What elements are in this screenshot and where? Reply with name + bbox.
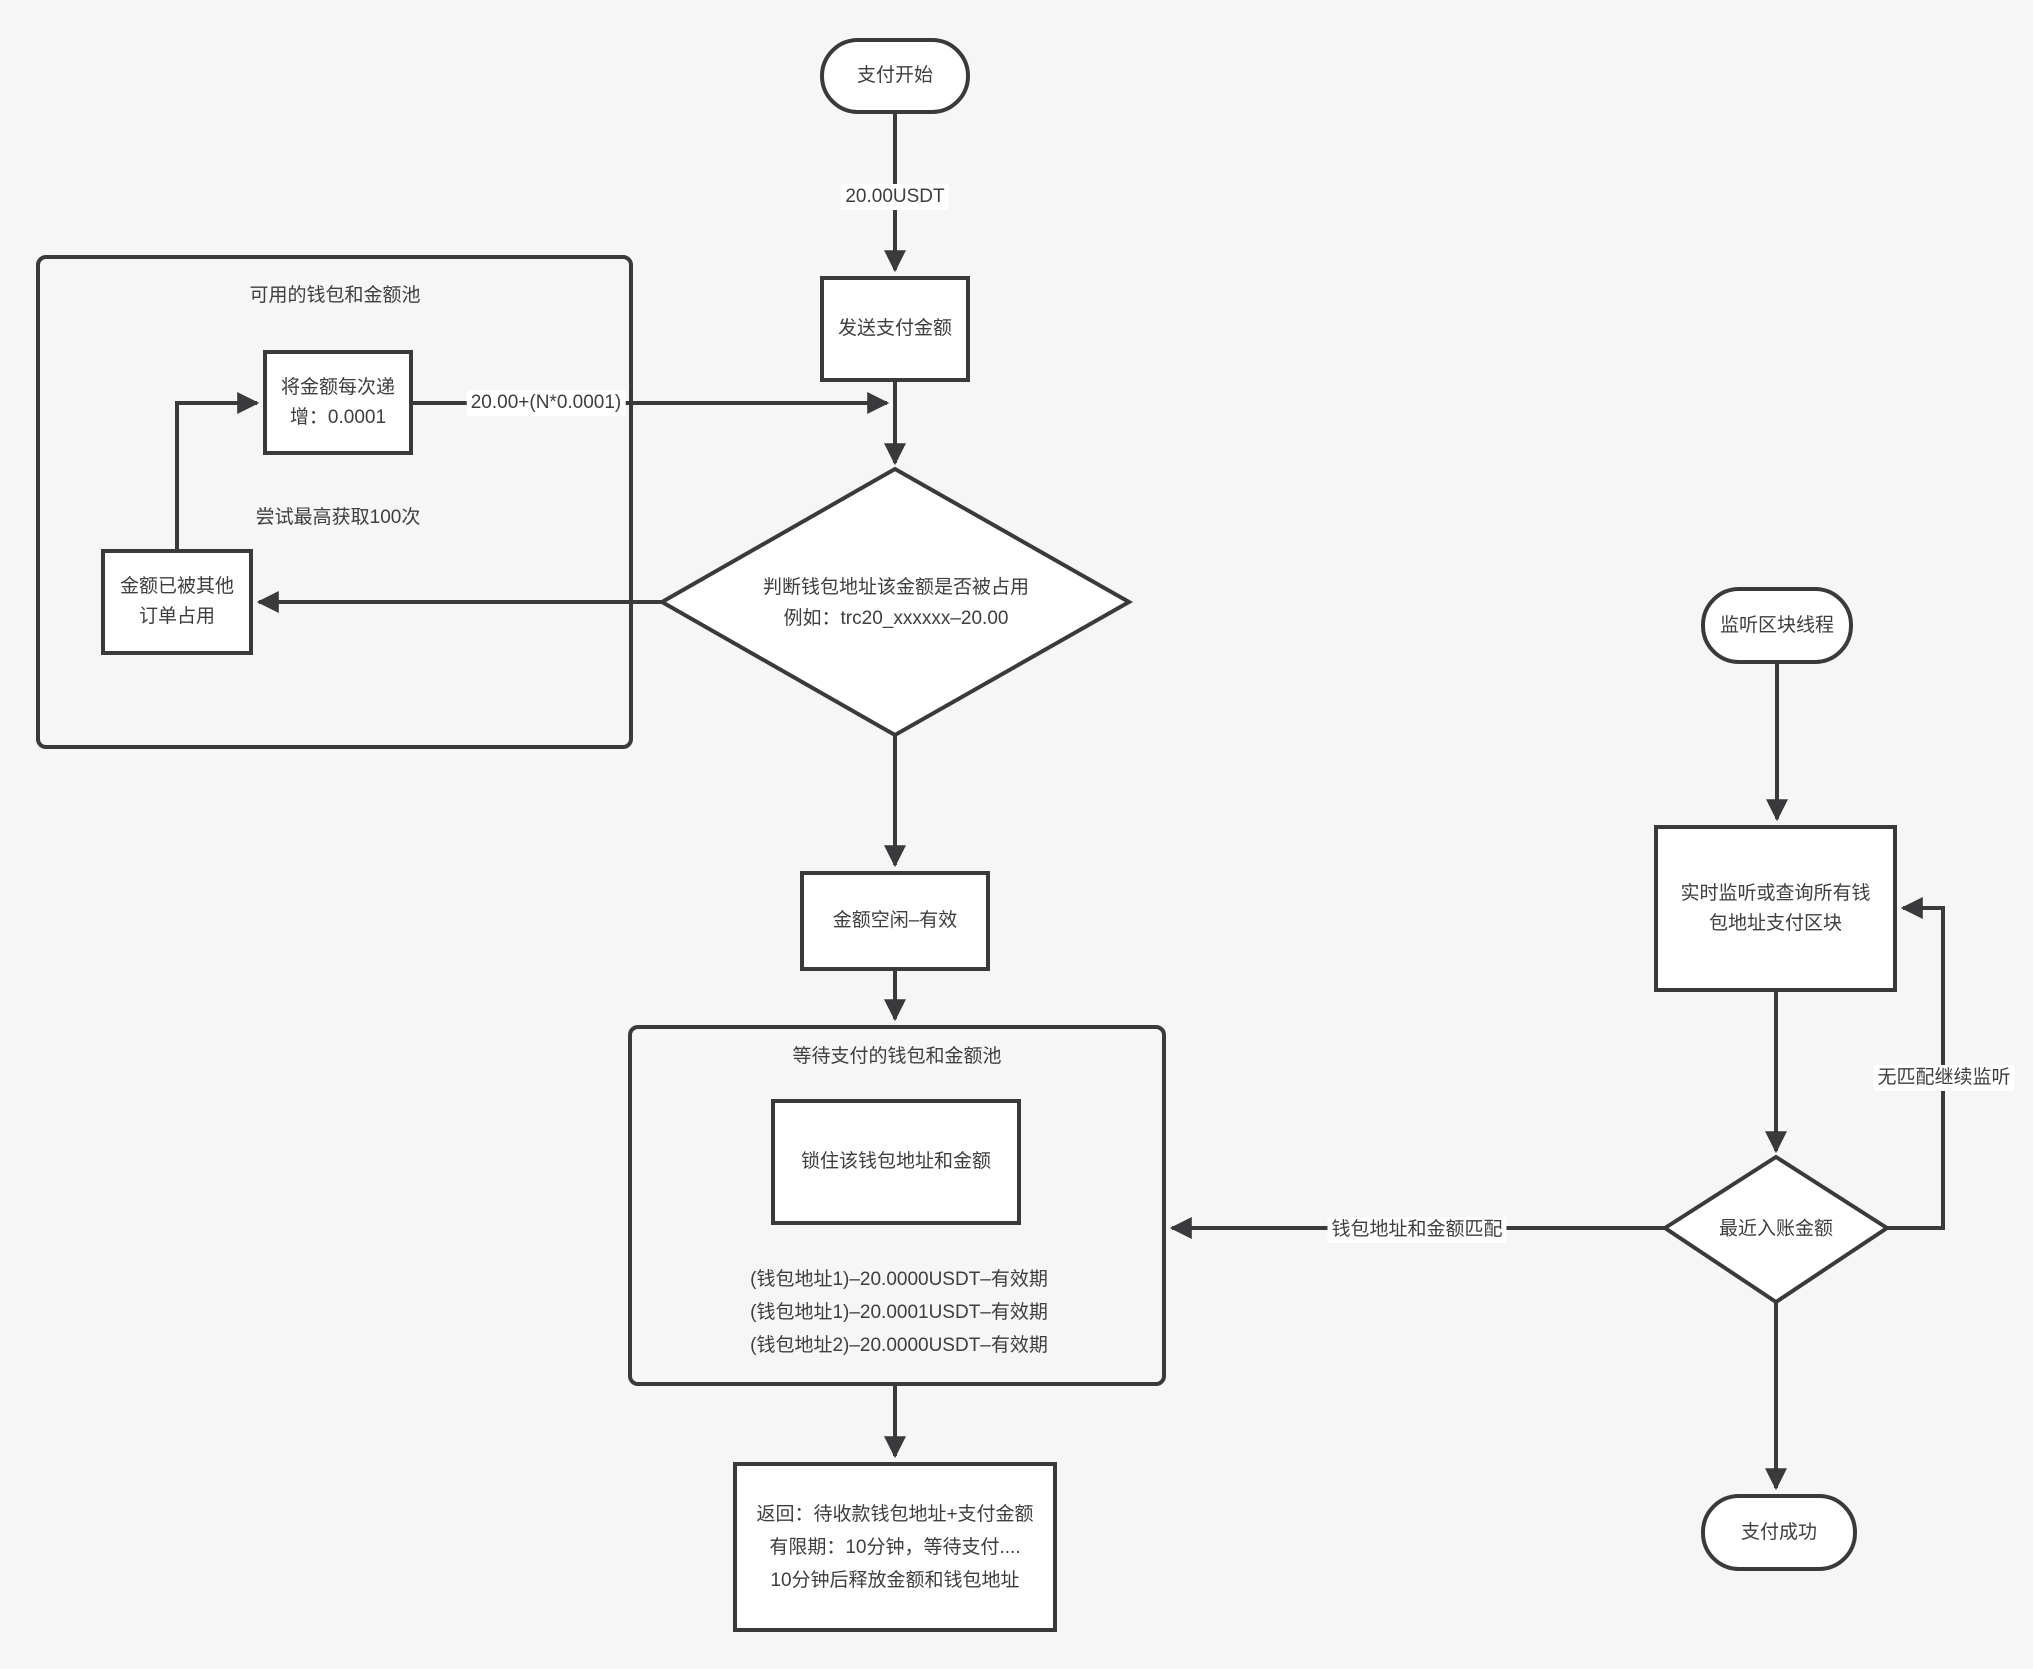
waiting-pool-container[interactable] (628, 1025, 1166, 1386)
listen-thread-start-node[interactable]: 监听区块线程 (1701, 587, 1853, 664)
edge-label-match: 钱包地址和金额匹配 (1327, 1217, 1507, 1243)
pool-entry-list: (钱包地址1)–20.0000USDT–有效期 (钱包地址1)–20.0001US… (750, 1263, 1048, 1362)
success-node[interactable]: 支付成功 (1701, 1494, 1857, 1571)
pool-entry: (钱包地址1)–20.0000USDT–有效期 (750, 1269, 1048, 1290)
start-node[interactable]: 支付开始 (820, 38, 970, 114)
retry-note: 尝试最高获取100次 (255, 507, 421, 528)
recent-amount-diamond-shape[interactable] (1661, 1154, 1891, 1305)
edge-label-amount: 20.00USDT (841, 184, 949, 210)
increment-amount-box[interactable]: 将金额每次递 增：0.0001 (263, 350, 413, 455)
check-diamond-shape[interactable] (657, 466, 1134, 738)
edge-label-no-match: 无匹配继续监听 (1873, 1065, 2015, 1091)
pool-entry: (钱包地址1)–20.0001USDT–有效期 (750, 1302, 1048, 1323)
send-amount-box[interactable]: 发送支付金额 (820, 276, 970, 382)
realtime-listen-box[interactable]: 实时监听或查询所有钱 包地址支付区块 (1654, 825, 1897, 992)
available-pool-title: 可用的钱包和金额池 (249, 285, 421, 306)
lock-wallet-box[interactable]: 锁住该钱包地址和金额 (771, 1099, 1021, 1225)
edge-occupied-to-increment (175, 392, 260, 549)
check-diamond-label: 判断钱包地址该金额是否被占用 例如：trc20_xxxxxx–20.00 (762, 577, 1029, 629)
edge-label-increment-formula: 20.00+(N*0.0001) (466, 390, 626, 416)
available-pool-container[interactable] (36, 255, 633, 749)
return-info-box[interactable]: 返回：待收款钱包地址+支付金额 有限期：10分钟，等待支付.... 10分钟后释… (733, 1462, 1057, 1632)
recent-amount-diamond-label: 最近入账金额 (1718, 1218, 1833, 1240)
waiting-pool-title: 等待支付的钱包和金额池 (792, 1046, 1002, 1067)
amount-occupied-box[interactable]: 金额已被其他 订单占用 (101, 549, 253, 655)
pool-entry: (钱包地址2)–20.0000USDT–有效期 (750, 1335, 1048, 1356)
amount-free-box[interactable]: 金额空闲–有效 (800, 871, 990, 971)
